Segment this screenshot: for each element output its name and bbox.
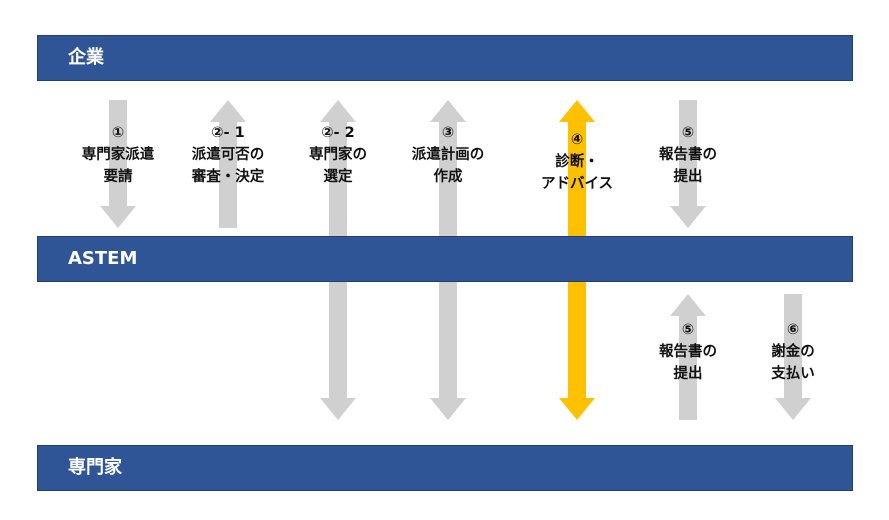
step-text: 提出 <box>673 169 703 185</box>
step-text: 専門家派遣 <box>81 147 155 163</box>
arrow-s5a-down <box>670 100 706 228</box>
step-number: ④ <box>570 132 584 148</box>
step-text: アドバイス <box>540 176 614 192</box>
astem-label: ASTEM <box>68 248 138 269</box>
step-number: ① <box>111 125 125 141</box>
expert-band: 専門家 <box>37 445 853 491</box>
step-label-s5b: ⑤ 報告書の提出 <box>623 319 753 385</box>
step-number: ⑤ <box>681 322 695 338</box>
step-text: 提出 <box>673 366 703 382</box>
arrow-s1-down <box>100 100 136 228</box>
company-label: 企業 <box>68 47 104 68</box>
step-number: ③ <box>441 125 455 141</box>
step-label-s5a: ⑤ 報告書の提出 <box>623 122 753 188</box>
step-label-s4: ④ 診断・アドバイス <box>512 129 642 195</box>
step-text: 派遣可否の <box>191 147 265 163</box>
step-number: ②- 1 <box>211 125 245 141</box>
step-text: 報告書の <box>659 147 717 163</box>
step-number: ②- 2 <box>321 125 355 141</box>
arrow-s5b-up <box>670 294 706 420</box>
step-text: 支払い <box>771 366 815 382</box>
step-label-s2-2: ②- 2 専門家の選定 <box>273 122 403 188</box>
step-text: 要請 <box>103 169 133 185</box>
step-label-s3: ③ 派遣計画の作成 <box>383 122 513 188</box>
expert-label: 専門家 <box>68 457 122 478</box>
step-number: ⑤ <box>681 125 695 141</box>
step-label-s6: ⑥ 謝金の支払い <box>728 319 858 385</box>
step-text: 選定 <box>323 169 353 185</box>
step-text: 派遣計画の <box>411 147 485 163</box>
step-label-s2-1: ②- 1 派遣可否の審査・決定 <box>163 122 293 188</box>
step-text: 診断・ <box>555 154 599 170</box>
step-label-s1: ① 専門家派遣要請 <box>53 122 183 188</box>
step-text: 審査・決定 <box>191 169 265 185</box>
step-text: 専門家の <box>309 147 367 163</box>
astem-band: ASTEM <box>37 236 853 282</box>
arrow-s2-1-up <box>210 100 246 228</box>
step-number: ⑥ <box>786 322 800 338</box>
arrow-s6-down <box>775 294 811 420</box>
step-text: 謝金の <box>771 344 815 360</box>
company-band: 企業 <box>37 35 853 81</box>
step-text: 作成 <box>433 169 463 185</box>
step-text: 報告書の <box>659 344 717 360</box>
